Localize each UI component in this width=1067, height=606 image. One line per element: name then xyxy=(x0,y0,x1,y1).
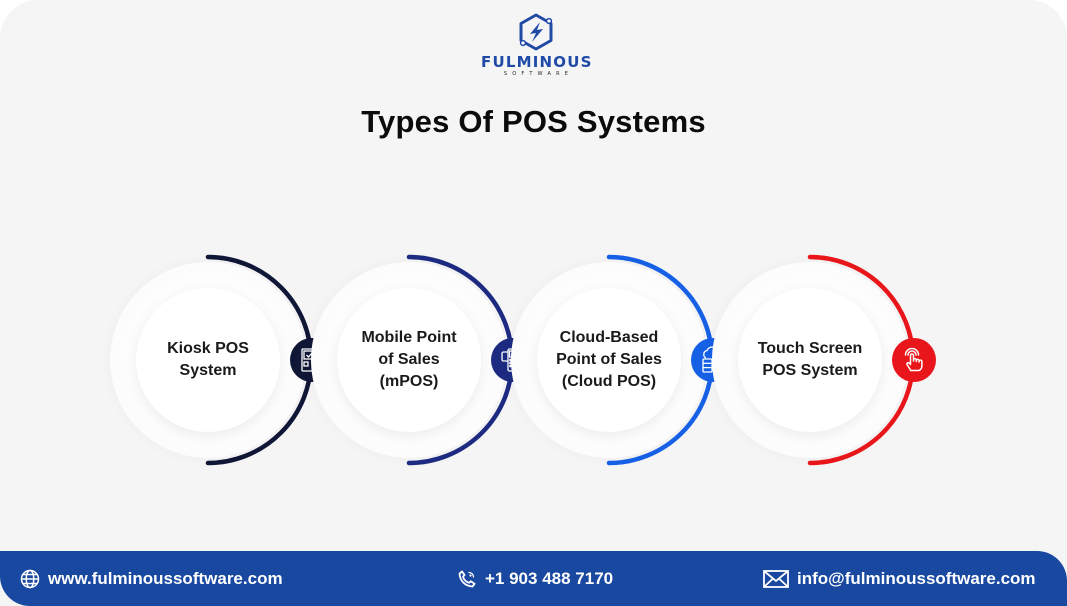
contact-footer: www.fulminoussoftware.com +1 903 488 717… xyxy=(0,551,1067,606)
label-circle: Kiosk POS System xyxy=(136,288,280,432)
phone-text: +1 903 488 7170 xyxy=(485,568,614,588)
node-label: Kiosk POS System xyxy=(167,340,249,379)
phone-link[interactable]: +1 903 488 7170 xyxy=(457,551,613,606)
email-text: info@fulminoussoftware.com xyxy=(797,568,1036,588)
page-title: Types Of POS Systems xyxy=(361,104,706,139)
node-label: Touch Screen POS System xyxy=(757,340,863,379)
label-circle: Mobile Point of Sales (mPOS) xyxy=(337,288,481,432)
label-circle: Cloud-Based Point of Sales (Cloud POS) xyxy=(537,288,681,432)
label-circle: Touch Screen POS System xyxy=(738,288,882,432)
node-label: Mobile Point of Sales (mPOS) xyxy=(361,329,457,390)
brand-logo: FULMINOUS SOFTWARE xyxy=(481,12,591,84)
brand-tagline: SOFTWARE xyxy=(503,71,574,77)
website-text: www.fulminoussoftware.com xyxy=(48,568,283,588)
pos-type-mpos: Mobile Point of Sales (mPOS) xyxy=(311,254,709,466)
pos-type-touch-screen: Touch Screen POS System xyxy=(712,254,1067,466)
globe-icon xyxy=(20,569,40,588)
envelope-icon xyxy=(763,569,789,588)
pos-type-kiosk: Kiosk POS System xyxy=(110,254,508,466)
pos-type-cloud: Cloud-Based Point of Sales (Cloud POS) xyxy=(511,254,909,466)
tap-hand-icon xyxy=(892,338,936,382)
lightning-hexagon-icon xyxy=(519,13,553,51)
node-label: Cloud-Based Point of Sales (Cloud POS) xyxy=(556,329,662,390)
brand-name: FULMINOUS xyxy=(481,53,593,71)
website-link[interactable]: www.fulminoussoftware.com xyxy=(20,551,283,606)
email-link[interactable]: info@fulminoussoftware.com xyxy=(763,551,1036,606)
phone-icon xyxy=(458,569,476,587)
